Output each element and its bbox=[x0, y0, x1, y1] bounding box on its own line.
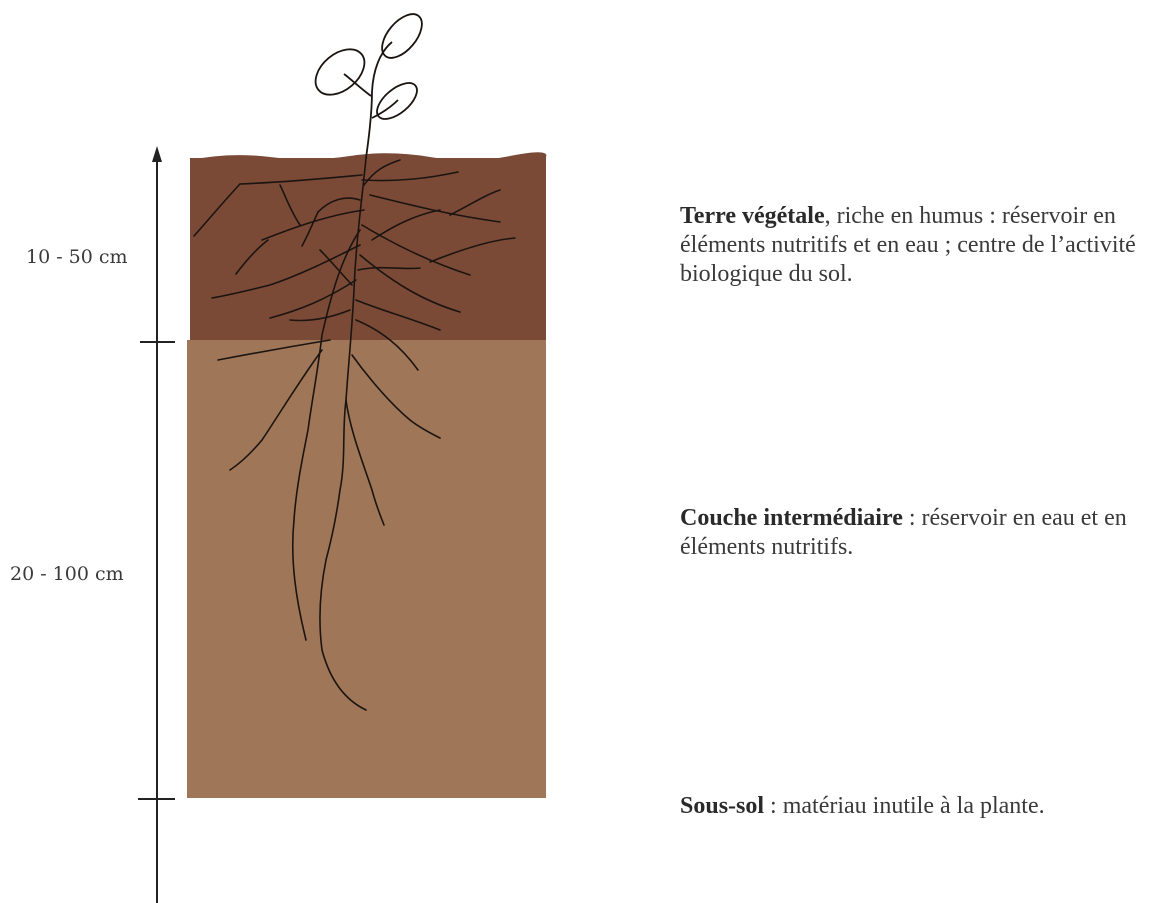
topsoil-layer bbox=[190, 158, 546, 340]
plant-leaves bbox=[314, 13, 423, 159]
plant-roots bbox=[193, 157, 516, 711]
depth-label-topsoil: 10 - 50 cm bbox=[26, 246, 128, 268]
topsoil-text: , riche en humus : réservoir en éléments… bbox=[680, 203, 1136, 287]
subsoil-text: : matériau inutile à la plante. bbox=[764, 793, 1045, 819]
intermediate-layer bbox=[187, 340, 546, 798]
topsoil-title: Terre végétale bbox=[680, 203, 825, 229]
topsoil-description: Terre végétale, riche en humus : réservo… bbox=[680, 202, 1160, 289]
depth-axis-arrowhead bbox=[152, 146, 162, 162]
intermediate-text: : réservoir en eau et en éléments nutrit… bbox=[680, 505, 1127, 560]
topsoil-surface-edge bbox=[190, 152, 547, 164]
subsoil-description: Sous-sol : matériau inutile à la plante. bbox=[680, 792, 1080, 821]
subsoil-title: Sous-sol bbox=[680, 793, 765, 819]
depth-label-intermediate: 20 - 100 cm bbox=[10, 563, 124, 585]
intermediate-description: Couche intermédiaire : réservoir en eau … bbox=[680, 504, 1160, 562]
intermediate-title: Couche intermédiaire bbox=[680, 505, 903, 531]
